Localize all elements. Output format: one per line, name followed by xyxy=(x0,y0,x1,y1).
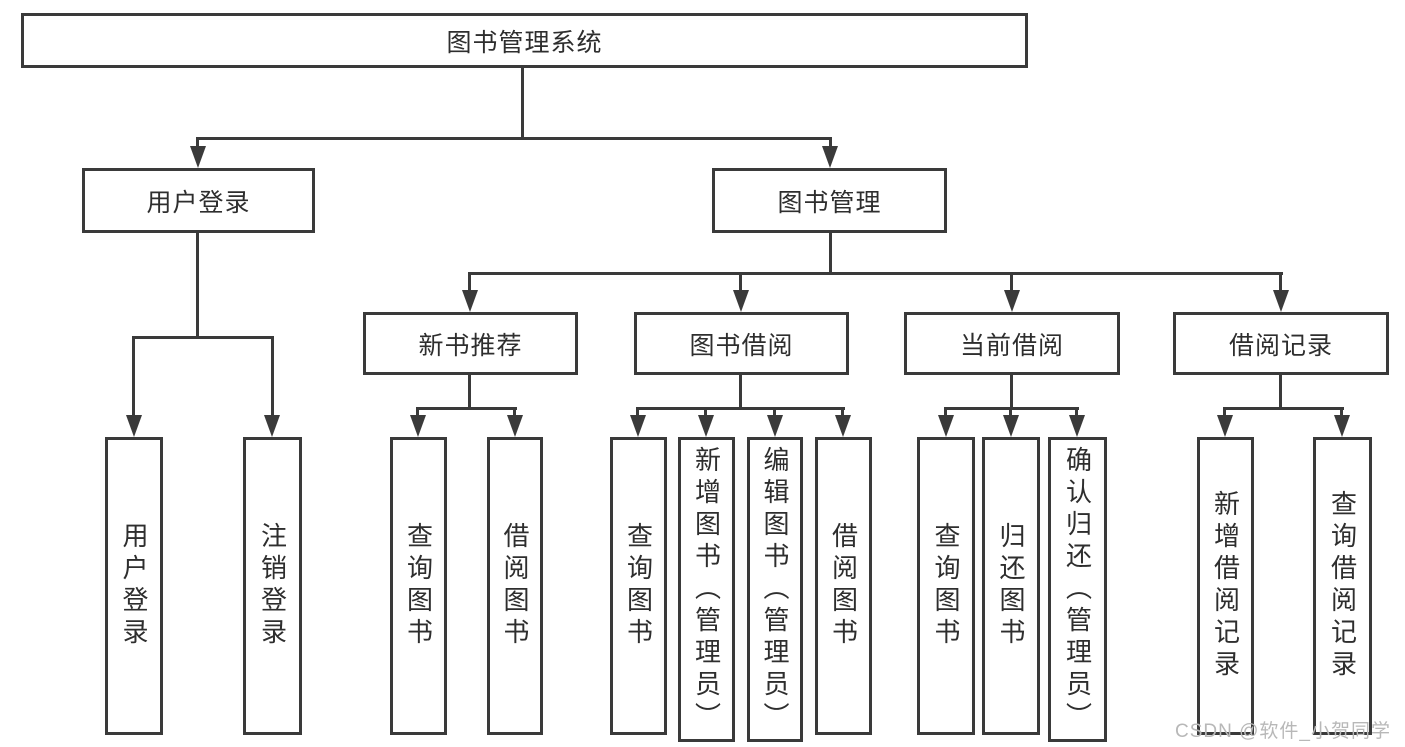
connector-book-borrow-bus xyxy=(636,407,845,410)
connector-book-borrow-drop xyxy=(739,272,742,292)
arrowhead-leaf-d3 xyxy=(1069,415,1085,437)
node-borrow-record: 借阅记录 xyxy=(1173,312,1389,375)
connector-borrow-record-drop xyxy=(1279,272,1282,292)
node-root-label: 图书管理系统 xyxy=(446,28,603,57)
leaf-confirm-return-admin-label: 确认归还（管理员） xyxy=(1062,445,1093,734)
connector-borrow-record-bus xyxy=(1223,407,1344,410)
connector-current-borrow-stem xyxy=(1010,375,1013,409)
connector-current-borrow-drop xyxy=(1010,272,1013,292)
node-book-management-label: 图书管理 xyxy=(777,188,882,217)
arrowhead-current-borrow xyxy=(1004,290,1020,312)
leaf-return-book-label: 归还图书 xyxy=(996,522,1026,650)
connector-leaf-e2-drop xyxy=(1340,407,1343,417)
connector-book-mgmt-stem xyxy=(829,233,832,274)
leaf-query-borrow-record-label: 查询借阅记录 xyxy=(1327,490,1358,682)
node-book-borrow-label: 图书借阅 xyxy=(689,331,794,360)
node-current-borrow-label: 当前借阅 xyxy=(959,331,1064,360)
leaf-user-login-label: 用户登录 xyxy=(119,522,149,650)
connector-leaf-b2-drop xyxy=(513,407,516,417)
connector-new-book-stem xyxy=(468,375,471,409)
node-new-book-recommend: 新书推荐 xyxy=(363,312,578,375)
connector-user-login-stem xyxy=(196,233,199,339)
arrowhead-leaf-b2 xyxy=(507,415,523,437)
arrowhead-leaf-c1 xyxy=(630,415,646,437)
connector-root-stem xyxy=(521,68,524,138)
leaf-query-book-current-label: 查询图书 xyxy=(931,522,961,650)
connector-borrow-record-stem xyxy=(1279,375,1282,409)
leaf-add-book-admin-label: 新增图书（管理员） xyxy=(691,445,722,734)
leaf-borrow-book-newbook: 借阅图书 xyxy=(487,437,543,735)
node-user-login: 用户登录 xyxy=(82,168,315,233)
node-book-management: 图书管理 xyxy=(712,168,947,233)
leaf-query-book-borrow-label: 查询图书 xyxy=(623,522,654,650)
connector-leaf-c4-drop xyxy=(841,407,844,417)
arrowhead-new-book xyxy=(462,290,478,312)
csdn-watermark: CSDN @软件_小贺同学 xyxy=(1175,721,1391,742)
leaf-return-book: 归还图书 xyxy=(982,437,1040,735)
leaf-add-borrow-record-label: 新增借阅记录 xyxy=(1210,490,1241,682)
arrowhead-leaf-d2 xyxy=(1003,415,1019,437)
connector-user-login-bus xyxy=(132,336,274,339)
connector-leaf-d3-drop xyxy=(1075,407,1078,417)
connector-book-borrow-stem xyxy=(739,375,742,409)
leaf-add-borrow-record: 新增借阅记录 xyxy=(1197,437,1254,735)
leaf-query-borrow-record: 查询借阅记录 xyxy=(1313,437,1372,735)
connector-level2-bus xyxy=(196,137,832,140)
leaf-borrow-book: 借阅图书 xyxy=(815,437,872,735)
connector-leaf-a2-drop xyxy=(271,336,274,416)
connector-level3-bus xyxy=(468,272,1283,275)
arrowhead-user-login xyxy=(190,146,206,168)
arrowhead-leaf-c3 xyxy=(767,415,783,437)
arrowhead-book-mgmt xyxy=(822,146,838,168)
connector-leaf-d2-drop xyxy=(1009,407,1012,417)
leaf-user-login: 用户登录 xyxy=(105,437,163,735)
connector-leaf-c2-drop xyxy=(704,407,707,417)
leaf-confirm-return-admin: 确认归还（管理员） xyxy=(1048,437,1107,742)
leaf-query-book-current: 查询图书 xyxy=(917,437,975,735)
arrowhead-leaf-e2 xyxy=(1334,415,1350,437)
connector-new-book-bus xyxy=(416,407,517,410)
leaf-edit-book-admin-label: 编辑图书（管理员） xyxy=(760,445,790,734)
arrowhead-leaf-a1 xyxy=(126,415,142,437)
leaf-query-book-borrow: 查询图书 xyxy=(610,437,667,735)
leaf-edit-book-admin: 编辑图书（管理员） xyxy=(747,437,803,742)
connector-leaf-c1-drop xyxy=(636,407,639,417)
node-new-book-recommend-label: 新书推荐 xyxy=(418,331,523,360)
arrowhead-leaf-a2 xyxy=(264,415,280,437)
leaf-query-book-newbook: 查询图书 xyxy=(390,437,447,735)
leaf-query-book-newbook-label: 查询图书 xyxy=(403,522,434,650)
connector-leaf-e1-drop xyxy=(1223,407,1226,417)
arrowhead-borrow-record xyxy=(1273,290,1289,312)
leaf-borrow-book-label: 借阅图书 xyxy=(828,522,859,650)
arrowhead-leaf-e1 xyxy=(1217,415,1233,437)
connector-leaf-c3-drop xyxy=(773,407,776,417)
arrowhead-leaf-d1 xyxy=(938,415,954,437)
node-borrow-record-label: 借阅记录 xyxy=(1228,331,1333,360)
leaf-add-book-admin: 新增图书（管理员） xyxy=(678,437,735,742)
node-book-borrow: 图书借阅 xyxy=(634,312,849,375)
node-root: 图书管理系统 xyxy=(21,13,1028,68)
connector-book-mgmt-drop xyxy=(829,137,832,148)
arrowhead-leaf-c4 xyxy=(835,415,851,437)
leaf-borrow-book-newbook-label: 借阅图书 xyxy=(500,522,530,650)
connector-leaf-b1-drop xyxy=(416,407,419,417)
node-current-borrow: 当前借阅 xyxy=(904,312,1120,375)
leaf-logout-label: 注销登录 xyxy=(257,522,288,650)
arrowhead-book-borrow xyxy=(733,290,749,312)
leaf-logout: 注销登录 xyxy=(243,437,302,735)
node-user-login-label: 用户登录 xyxy=(146,188,251,217)
arrowhead-leaf-c2 xyxy=(698,415,714,437)
connector-leaf-d1-drop xyxy=(944,407,947,417)
connector-user-login-drop xyxy=(196,137,199,148)
arrowhead-leaf-b1 xyxy=(410,415,426,437)
connector-leaf-a1-drop xyxy=(132,336,135,416)
connector-new-book-drop xyxy=(468,272,471,292)
